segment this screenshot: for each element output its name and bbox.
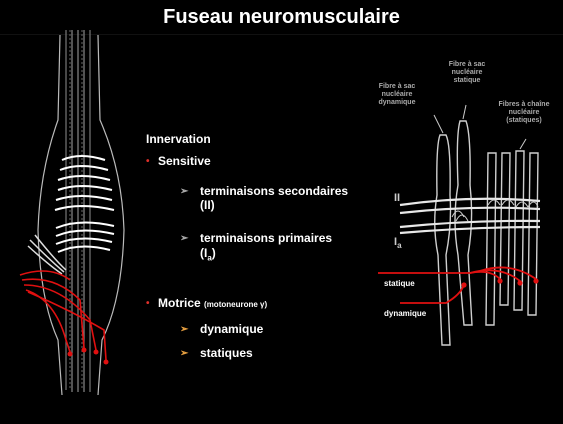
label-fibre-sac-dynamique: Fibre à sac nucléaire dynamique: [362, 83, 432, 107]
arrow-right-icon: ➢: [180, 233, 188, 244]
slide-title: Fuseau neuromusculaire: [0, 6, 563, 29]
fibre-diagram: Fibre à sac nucléaire dynamique Fibre à …: [360, 55, 563, 415]
spindle-illustration: [0, 30, 150, 400]
bullet-icon: •: [146, 298, 150, 309]
primary-endings-line2: (Ia): [200, 246, 216, 262]
label-dynamique: dynamique: [384, 309, 426, 318]
sensitive-label: Sensitive: [158, 154, 211, 168]
arrow-right-icon: ➢: [180, 186, 188, 197]
label-fibre-sac-statique: Fibre à sac nucléaire statique: [432, 61, 502, 85]
label-ii: II: [394, 192, 400, 204]
motor-static: statiques: [200, 346, 253, 360]
secondary-endings-line1: terminaisons secondaires: [200, 184, 348, 198]
label-fibres-chaine: Fibres à chaîne nucléaire (statiques): [488, 101, 560, 125]
primary-endings-line1: terminaisons primaires: [200, 231, 332, 245]
motor-dynamic: dynamique: [200, 322, 263, 336]
bullet-icon: •: [146, 156, 150, 167]
arrow-right-icon: ➢: [180, 324, 188, 335]
innervation-heading: Innervation: [146, 132, 211, 146]
arrow-right-icon: ➢: [180, 348, 188, 359]
motor-line: Motrice (motoneurone γ): [158, 296, 267, 310]
label-statique: statique: [384, 279, 415, 288]
label-ia: Ia: [394, 236, 402, 250]
secondary-endings-line2: (II): [200, 198, 215, 212]
